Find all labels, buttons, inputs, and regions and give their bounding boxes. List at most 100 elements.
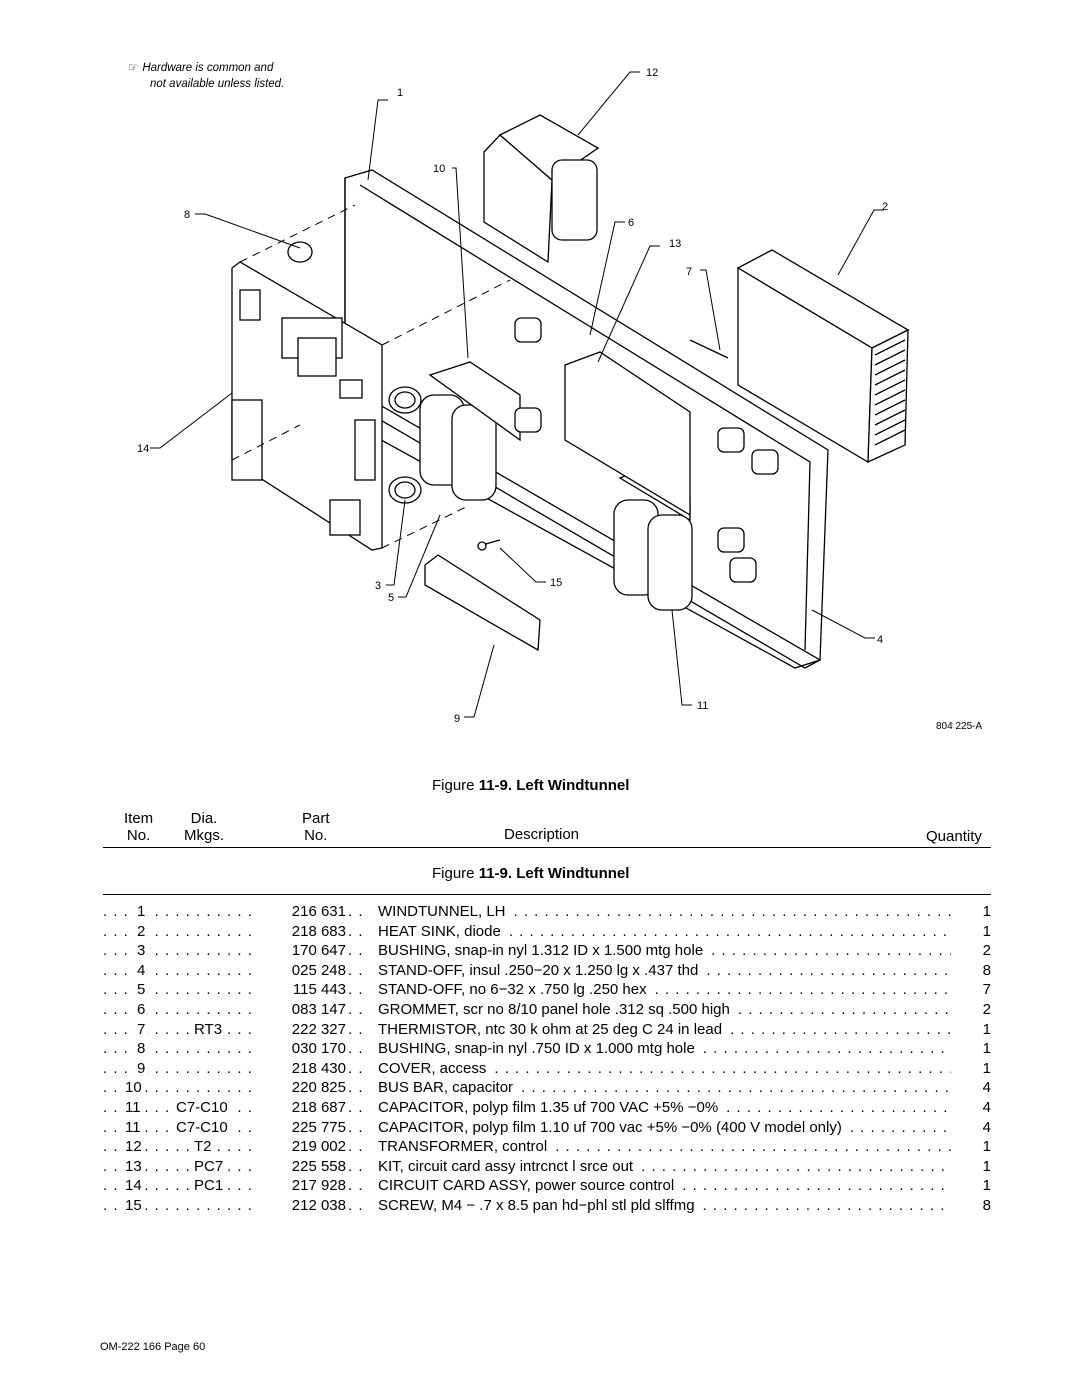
description: COVER, access . . . . . . . . . . . . . .… bbox=[378, 1059, 978, 1079]
drawing-id: 804 225-A bbox=[936, 721, 983, 732]
page-footer: OM-222 166 Page 60 bbox=[100, 1341, 206, 1353]
leader-dots: . . . . . . . . . . . . . . . . . . . . … bbox=[730, 1020, 978, 1038]
section-rule bbox=[103, 894, 991, 895]
description-text: CAPACITOR, polyp film 1.35 uf 700 VAC +5… bbox=[378, 1098, 719, 1116]
part-number: 225 775 bbox=[271, 1117, 346, 1138]
description: BUSHING, snap-in nyl 1.312 ID x 1.500 mt… bbox=[378, 941, 978, 961]
column-dia-mkgs: Dia.Mkgs. bbox=[184, 810, 225, 844]
access-cover bbox=[424, 554, 541, 652]
leader-dots: . . bbox=[348, 1098, 364, 1116]
description: STAND-OFF, insul .250−20 x 1.250 lg x .4… bbox=[378, 961, 978, 981]
item-number: 6 bbox=[135, 999, 148, 1020]
description-text: HEAT SINK, diode bbox=[378, 922, 501, 940]
leader-dots: . . . . . . . . . . . . . . . . . . . . … bbox=[711, 942, 978, 960]
quantity: 1 bbox=[951, 1156, 991, 1177]
description-text: GROMMET, scr no 8/10 panel hole .312 sq … bbox=[378, 1000, 730, 1018]
callout-14: 14 bbox=[137, 443, 149, 455]
quantity: 1 bbox=[951, 1137, 991, 1157]
leader-dots: . . . . . . . . . . . . . . . bbox=[103, 1059, 253, 1077]
part-number: 212 038 bbox=[271, 1195, 346, 1216]
figure-title: Figure 11-9. Left Windtunnel bbox=[432, 777, 630, 794]
item-number: 13 bbox=[123, 1156, 144, 1177]
leader-dots: . . . . . . . . . . . . . . . . . . . . … bbox=[737, 1000, 978, 1018]
item-number: 15 bbox=[123, 1195, 144, 1216]
leader-dots: . . bbox=[348, 1059, 364, 1077]
item-number: 4 bbox=[135, 960, 148, 981]
description: SCREW, M4 − .7 x 8.5 pan hd−phl stl pld … bbox=[378, 1196, 978, 1216]
quantity: 4 bbox=[951, 1097, 991, 1118]
part-number: 083 147 bbox=[271, 999, 346, 1020]
description-text: BUSHING, snap-in nyl 1.312 ID x 1.500 mt… bbox=[378, 942, 704, 960]
callout-15: 15 bbox=[550, 577, 562, 589]
leader-dots: . . . . . . . . . . . . . . . . . . . . … bbox=[521, 1079, 978, 1097]
description-text: CAPACITOR, polyp film 1.10 uf 700 vac +5… bbox=[378, 1118, 842, 1136]
exploded-view-drawing: 1 2 3 4 5 6 7 8 9 10 11 12 13 14 15 bbox=[137, 67, 910, 725]
dia-mkgs: T2 bbox=[191, 1137, 215, 1157]
item-number: 1 bbox=[135, 902, 148, 922]
leader-dots: . . bbox=[348, 903, 364, 920]
callout-3: 3 bbox=[375, 580, 381, 592]
quantity: 8 bbox=[951, 1195, 991, 1216]
leader-dots: . . bbox=[348, 1079, 364, 1097]
leader-dots: . . bbox=[348, 961, 364, 979]
callout-13: 13 bbox=[669, 238, 681, 250]
dia-mkgs: PC1 bbox=[191, 1176, 227, 1196]
callout-8: 8 bbox=[184, 209, 190, 221]
quantity: 1 bbox=[951, 1176, 991, 1196]
leader-dots: . . . . . . . . . . . . . . . bbox=[103, 903, 253, 920]
callout-10: 10 bbox=[433, 163, 445, 175]
leader-dots: . . bbox=[348, 1138, 364, 1156]
item-number: 10 bbox=[123, 1078, 144, 1098]
note-line-1: Hardware is common and bbox=[142, 62, 274, 74]
leader-dots: . . . . . . . . . . . . . . . bbox=[103, 922, 253, 940]
part-number: 219 002 bbox=[271, 1137, 346, 1157]
description-text: COVER, access bbox=[378, 1059, 487, 1077]
bushing bbox=[388, 386, 422, 414]
quantity: 4 bbox=[951, 1078, 991, 1098]
leader-dots: . . bbox=[348, 1020, 364, 1038]
quantity: 4 bbox=[951, 1117, 991, 1138]
description-text: STAND-OFF, insul .250−20 x 1.250 lg x .4… bbox=[378, 961, 699, 979]
header-rule bbox=[103, 847, 991, 848]
part-number: 170 647 bbox=[271, 941, 346, 961]
quantity: 1 bbox=[951, 902, 991, 922]
dia-mkgs: C7-C10 bbox=[173, 1117, 231, 1138]
leader-dots: . . . . . . . . . . . . . . . bbox=[103, 942, 253, 960]
part-number: 216 631 bbox=[271, 902, 346, 922]
item-number: 11 bbox=[123, 1117, 143, 1138]
description-text: STAND-OFF, no 6−32 x .750 lg .250 hex bbox=[378, 981, 647, 999]
leader-dots: . . . . . . . . . . . . . . . . . . . . … bbox=[508, 922, 978, 940]
description: CAPACITOR, polyp film 1.35 uf 700 VAC +5… bbox=[378, 1098, 978, 1118]
leader-dots: . . . . . . . . . . . . . . . . . . . . … bbox=[706, 961, 978, 979]
description: CAPACITOR, polyp film 1.10 uf 700 vac +5… bbox=[378, 1118, 978, 1138]
table-row: . . . . . . . . . . . . . . .11C7-C10218… bbox=[103, 1097, 991, 1118]
quantity: 1 bbox=[951, 1058, 991, 1079]
description: WINDTUNNEL, LH. . . . . . . . . . . . . … bbox=[378, 902, 978, 922]
leader-dots: . . . . . . . . . . . . . . . . . . . . … bbox=[494, 1059, 978, 1077]
quantity: 1 bbox=[951, 921, 991, 942]
item-number: 12 bbox=[123, 1137, 144, 1157]
pointing-hand-icon: ☞ bbox=[128, 62, 139, 74]
leader-dots: . . . . . . . . . . . . . . . bbox=[103, 961, 253, 979]
quantity: 8 bbox=[951, 960, 991, 981]
description: KIT, circuit card assy intrcnct l srce o… bbox=[378, 1157, 978, 1177]
item-number: 2 bbox=[135, 921, 148, 942]
quantity: 7 bbox=[951, 980, 991, 1000]
leader-dots: . . . . . . . . . . . . . . . . . . . . … bbox=[682, 1177, 978, 1195]
dia-mkgs: C7-C10 bbox=[173, 1097, 231, 1118]
callout-11: 11 bbox=[697, 700, 708, 712]
section-heading: Figure 11-9. Left Windtunnel bbox=[432, 865, 630, 882]
part-number: 115 443 bbox=[271, 980, 346, 1000]
item-number: 8 bbox=[135, 1039, 148, 1059]
quantity: 2 bbox=[951, 941, 991, 961]
leader-dots: . . . . . . . . . . . . . . . bbox=[103, 1000, 253, 1018]
